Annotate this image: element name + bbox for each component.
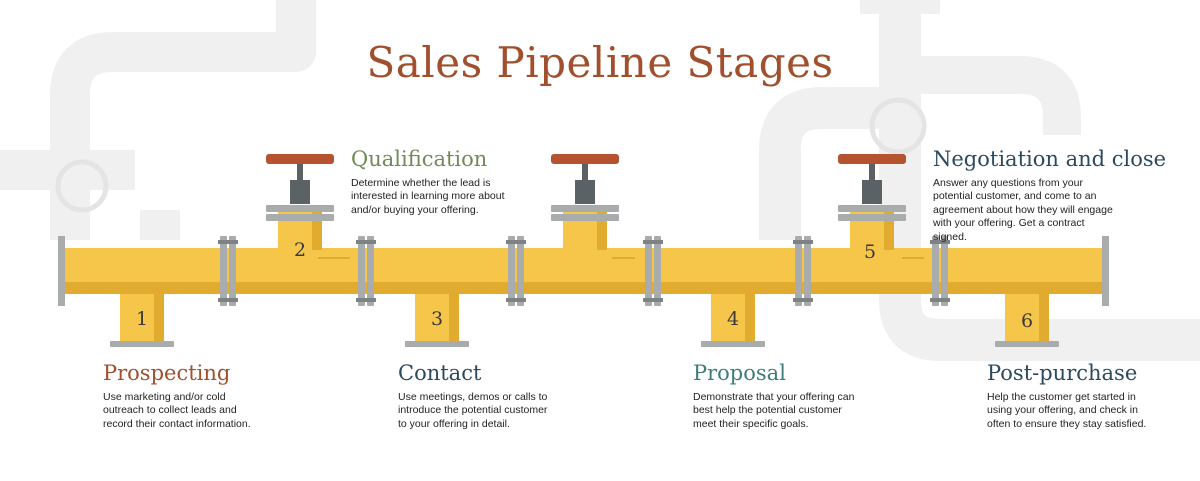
- flange-bolt: [930, 298, 950, 302]
- stage-description: Answer any questions from your potential…: [933, 177, 1113, 243]
- pipe-flange: [220, 236, 227, 306]
- valve-stem: [582, 164, 588, 182]
- stage-title: Qualification: [351, 147, 488, 171]
- stage-prospecting: Prospecting Use marketing and/or cold ou…: [103, 360, 343, 431]
- valve-flange: [838, 205, 906, 212]
- pipe-flange: [654, 236, 661, 306]
- pipe-flange: [508, 236, 515, 306]
- pipe-branches: [110, 154, 1059, 347]
- pipe-stub-flange: [405, 341, 469, 347]
- valve-body-shadow: [884, 210, 894, 250]
- pipe-stub-flange: [995, 341, 1059, 347]
- stage-qualification: Qualification Determine whether the lead…: [351, 146, 591, 217]
- stage-number: 6: [1021, 310, 1033, 332]
- stage-number: 4: [727, 308, 739, 330]
- valve-flange: [838, 214, 906, 221]
- flange-bolt: [506, 298, 526, 302]
- pipe-flange: [645, 236, 652, 306]
- flange-bolt: [356, 240, 376, 244]
- valve-handle-icon: [551, 154, 619, 164]
- valve-body-shadow: [597, 210, 607, 250]
- pipe-flange: [517, 236, 524, 306]
- pipe-stub-flange: [110, 341, 174, 347]
- stage-title: Post-purchase: [987, 361, 1138, 385]
- pipe-flange: [358, 236, 365, 306]
- valve-flange: [266, 205, 334, 212]
- valve-stem: [297, 164, 303, 182]
- valve-bonnet: [290, 180, 310, 204]
- background-pipe: [900, 56, 1081, 136]
- pipe-shadow: [64, 282, 1104, 294]
- stage-post-purchase: Post-purchase Help the customer get star…: [987, 360, 1200, 431]
- stage-number: 2: [294, 239, 306, 261]
- pipe-flange: [367, 236, 374, 306]
- stage-title: Proposal: [693, 361, 786, 385]
- main-pipe: [58, 236, 1109, 306]
- pipe-flange: [795, 236, 802, 306]
- pipe-stub-shadow: [1039, 294, 1049, 342]
- valve-bonnet: [862, 180, 882, 204]
- pipe-flange: [804, 236, 811, 306]
- background-pipe: [860, 0, 940, 14]
- pipe-flange: [229, 236, 236, 306]
- flange-bolt: [793, 298, 813, 302]
- page-title: Sales Pipeline Stages: [366, 38, 834, 87]
- stage-title: Contact: [398, 361, 482, 385]
- valve-handle-icon: [838, 154, 906, 164]
- pipe-end-cap: [1102, 236, 1109, 306]
- flange-bolt: [218, 240, 238, 244]
- stage-negotiation-and-close: Negotiation and close Answer any questio…: [933, 146, 1173, 244]
- valve-body-shadow: [312, 210, 322, 250]
- flange-bolt: [218, 298, 238, 302]
- stage-description: Determine whether the lead is interested…: [351, 177, 505, 216]
- background-valve-wheel-icon: [55, 159, 109, 213]
- stage-title: Prospecting: [103, 361, 231, 385]
- pipe-stub-shadow: [154, 294, 164, 342]
- valve-handle-icon: [266, 154, 334, 164]
- pipe-end-cap: [58, 236, 65, 306]
- pipe-stub-shadow: [745, 294, 755, 342]
- background-pipe: [759, 87, 900, 240]
- stage-description: Demonstrate that your offering can best …: [693, 391, 855, 430]
- stage-description: Use marketing and/or cold outreach to co…: [103, 391, 251, 430]
- stage-proposal: Proposal Demonstrate that your offering …: [693, 360, 933, 431]
- valve-flange: [551, 205, 619, 212]
- stage-contact: Contact Use meetings, demos or calls to …: [398, 360, 638, 431]
- pipe-flange: [941, 236, 948, 306]
- valve-flange: [551, 214, 619, 221]
- pipe-stub-shadow: [449, 294, 459, 342]
- flange-bolt: [793, 240, 813, 244]
- valve-stem: [869, 164, 875, 182]
- pipe-flange: [932, 236, 939, 306]
- pipe-stub-flange: [701, 341, 765, 347]
- flange-bolt: [643, 298, 663, 302]
- flange-bolt: [356, 298, 376, 302]
- stage-number: 5: [864, 241, 876, 263]
- flange-bolt: [643, 240, 663, 244]
- stage-number: 1: [136, 308, 148, 330]
- background-pipe: [50, 0, 316, 240]
- valve-bonnet: [575, 180, 595, 204]
- background-valve-wheel-icon: [869, 97, 927, 155]
- stage-description: Help the customer get started in using y…: [987, 391, 1147, 430]
- flange-bolt: [930, 240, 950, 244]
- stage-description: Use meetings, demos or calls to introduc…: [398, 391, 548, 430]
- background-pipes: [0, 0, 1200, 361]
- background-pipe: [140, 210, 180, 240]
- flange-bolt: [506, 240, 526, 244]
- stage-title: Negotiation and close: [933, 147, 1167, 171]
- background-pipe: [879, 0, 1200, 361]
- valve-flange: [266, 214, 334, 221]
- stage-number: 3: [431, 308, 443, 330]
